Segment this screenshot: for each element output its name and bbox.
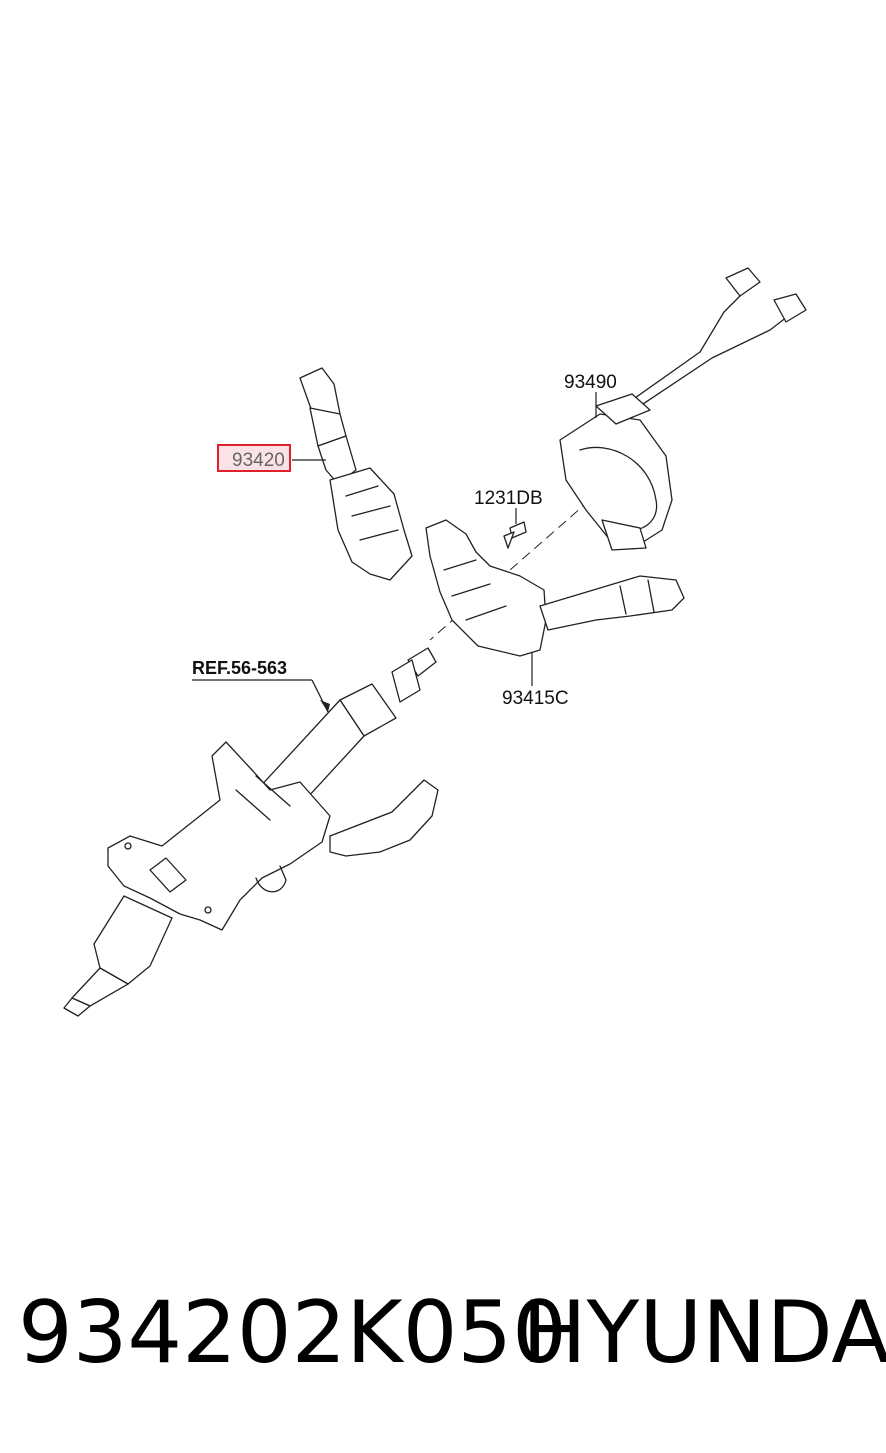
part-number: 934202K050 bbox=[18, 1283, 567, 1383]
steering-column bbox=[63, 647, 439, 1017]
switch-body-part bbox=[425, 519, 685, 657]
clock-spring-part bbox=[559, 267, 807, 551]
screw-part bbox=[503, 521, 527, 549]
brand-name: HYUNDAI bbox=[522, 1283, 886, 1383]
wiper-switch-part bbox=[299, 367, 413, 581]
screw-label: 1231DB bbox=[474, 488, 543, 509]
clock-spring-label: 93490 bbox=[564, 372, 617, 393]
reference-label: REF.56-563 bbox=[192, 658, 287, 678]
switch-body-label: 93415C bbox=[502, 688, 569, 709]
multifunction-switch-label: 93420 bbox=[232, 450, 285, 471]
highlight-box bbox=[217, 444, 291, 472]
